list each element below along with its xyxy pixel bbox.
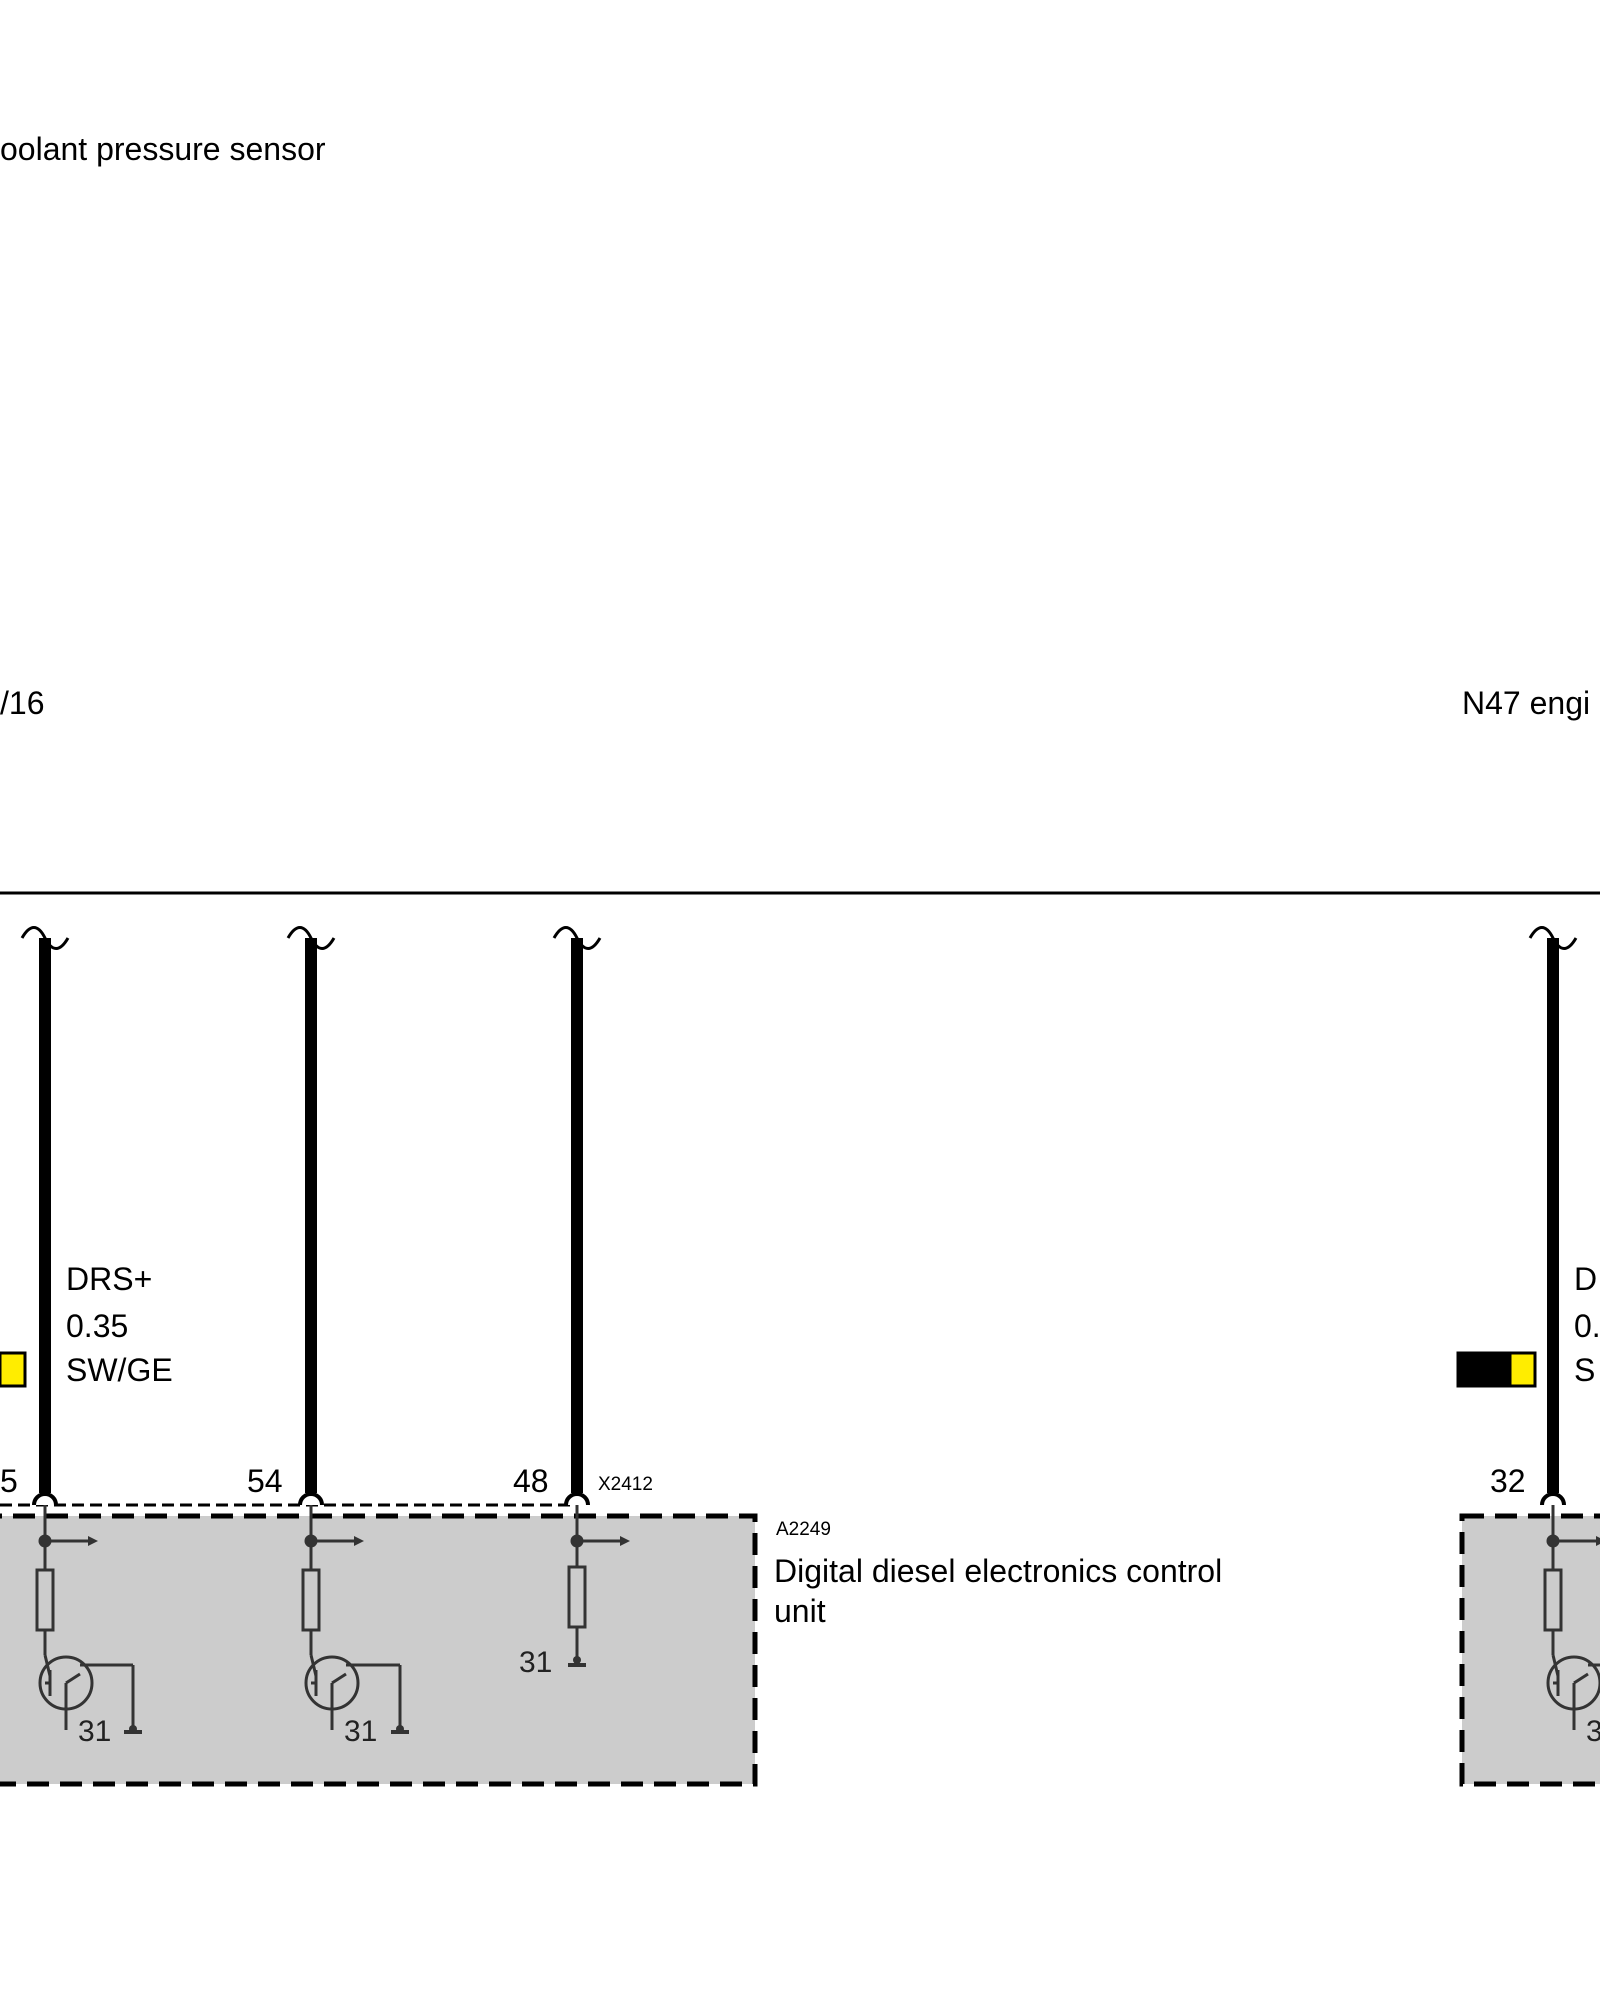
control-unit-name-line1: Digital diesel electronics control	[774, 1553, 1222, 1589]
pin-contact-1	[32, 1492, 58, 1506]
internal-circuit-2	[301, 1505, 409, 1734]
internal-circuit-4	[1543, 1505, 1600, 1730]
pin-number-4: 32	[1490, 1463, 1526, 1499]
left-wire-color-code: SW/GE	[66, 1352, 173, 1388]
ground-dot-3	[573, 1656, 581, 1664]
right-wire-color-code: S	[1574, 1352, 1595, 1388]
sensor-title: oolant pressure sensor	[0, 131, 326, 167]
internal-circuit-1	[35, 1505, 142, 1734]
ground-label-1: 31	[78, 1715, 111, 1748]
internal-circuit-3	[567, 1505, 630, 1667]
pin-contact-3	[564, 1492, 590, 1506]
control-unit-id: A2249	[776, 1519, 831, 1540]
control-unit-box-right	[1459, 1513, 1600, 1787]
right-wire-color-swatch-primary	[1456, 1351, 1512, 1388]
ground-dot-1	[129, 1725, 137, 1733]
pin-contact-2	[298, 1492, 324, 1506]
control-unit-name-line2: unit	[774, 1593, 826, 1629]
left-wire-signal: DRS+	[66, 1261, 152, 1297]
ground-label-3: 31	[519, 1646, 552, 1679]
ground-dot-2	[396, 1725, 404, 1733]
left-wire-color-swatch-stripe	[0, 1351, 27, 1388]
pin-contact-4	[1540, 1492, 1566, 1506]
left-device-label: /16	[0, 685, 44, 721]
right-wire-signal: D	[1574, 1261, 1597, 1297]
ground-label-2: 31	[344, 1715, 377, 1748]
pin-number-1: 5	[0, 1463, 18, 1499]
right-device-label: N47 engi	[1462, 685, 1590, 721]
ground-label-4: 3	[1586, 1715, 1600, 1748]
left-wire-gauge: 0.35	[66, 1308, 128, 1344]
pin-number-2: 54	[247, 1463, 283, 1499]
control-unit-box	[0, 1513, 758, 1787]
pin-number-3: 48	[513, 1463, 549, 1499]
right-wire-color-swatch-stripe	[1508, 1351, 1537, 1388]
connector-id: X2412	[598, 1474, 653, 1495]
right-wire-gauge: 0.	[1574, 1308, 1600, 1344]
